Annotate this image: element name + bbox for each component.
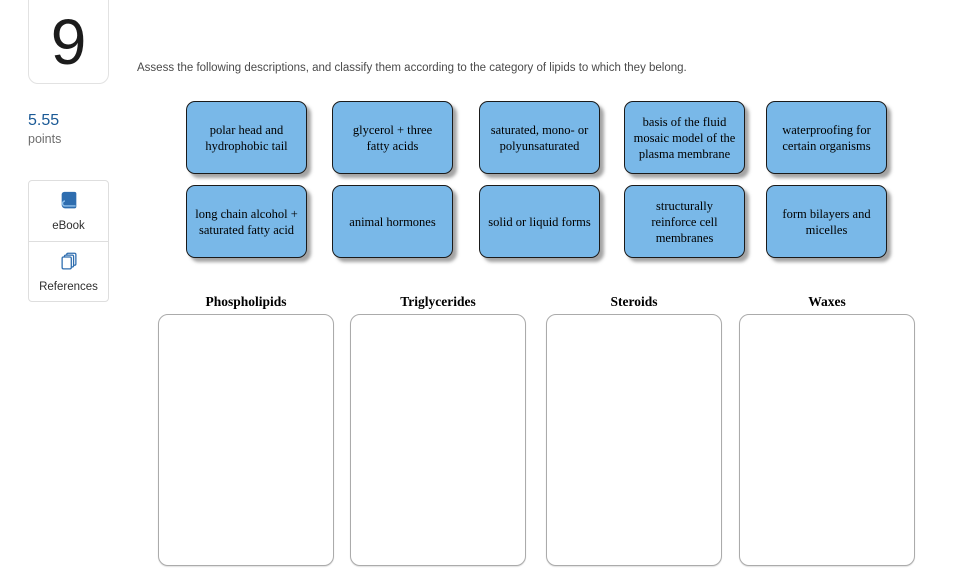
question-number-box: 9 [28,0,109,84]
drop-zone-steroids[interactable] [546,314,722,566]
ebook-icon [58,190,80,217]
drop-zone-waxes[interactable] [739,314,915,566]
references-icon [58,251,80,278]
drag-card-saturated[interactable]: saturated, mono- or polyunsaturated [479,101,600,174]
drag-card-fluid-mosaic[interactable]: basis of the fluid mosaic model of the p… [624,101,745,174]
question-instruction: Assess the following descriptions, and c… [137,62,687,74]
question-number: 9 [50,6,87,78]
drop-zone-phospholipids[interactable] [158,314,334,566]
drag-card-animal-hormones[interactable]: animal hormones [332,185,453,258]
points-value: 5.55 [28,112,60,129]
category-header-steroids: Steroids [610,294,658,309]
references-button[interactable]: References [29,241,108,301]
category-header-waxes: Waxes [808,294,846,309]
category-header-phospholipids: Phospholipids [205,294,287,309]
drag-card-glycerol[interactable]: glycerol + three fatty acids [332,101,453,174]
resource-toolbar: eBook References [28,180,109,302]
points-label: points [28,132,62,146]
ebook-label: eBook [52,220,85,232]
category-header-triglycerides: Triglycerides [400,294,476,309]
drop-zone-triglycerides[interactable] [350,314,526,566]
drag-card-waterproofing[interactable]: waterproofing for certain organisms [766,101,887,174]
drag-card-bilayers-micelles[interactable]: form bilayers and micelles [766,185,887,258]
drag-card-polar-head[interactable]: polar head and hydrophobic tail [186,101,307,174]
points-block: 5.55 points [28,112,61,146]
drag-card-solid-liquid[interactable]: solid or liquid forms [479,185,600,258]
drag-card-long-chain-alcohol[interactable]: long chain alcohol + saturated fatty aci… [186,185,307,258]
references-label: References [39,280,98,293]
ebook-button[interactable]: eBook [29,181,108,241]
drag-card-reinforce-membranes[interactable]: structurally reinforce cell membranes [624,185,745,258]
